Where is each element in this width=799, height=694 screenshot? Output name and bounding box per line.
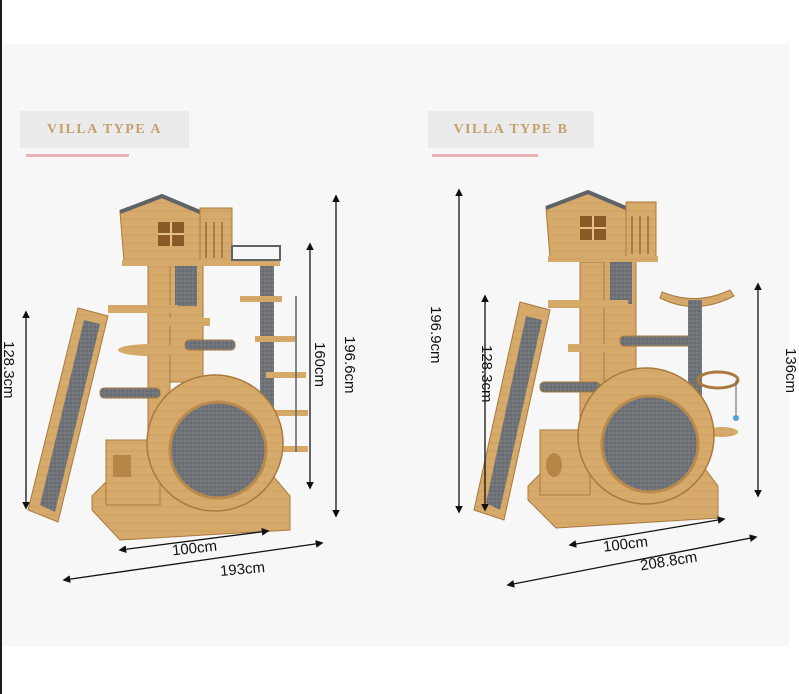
villa-type-a-label: VILLA TYPE A <box>20 111 189 148</box>
type-b-right-height-label: 136cm <box>782 348 799 394</box>
type-b-dimension-lines <box>455 188 762 588</box>
type-b-total-height-label: 196.9cm <box>427 306 444 364</box>
cat-tree-type-b <box>473 189 740 529</box>
type-a-total-height-label: 196.6cm <box>341 336 358 394</box>
type-a-left-height-label: 128.3cm <box>0 341 17 399</box>
left-edge-rule <box>0 0 2 694</box>
type-a-mid-height-label: 160cm <box>311 342 328 388</box>
type-b-mid-height-label: 128.3cm <box>478 345 495 403</box>
villa-type-b-underline <box>432 154 538 157</box>
villa-type-a-underline <box>26 154 129 157</box>
cat-tree-type-a <box>27 193 308 541</box>
villa-type-b-label: VILLA TYPE B <box>428 111 594 148</box>
type-a-dimension-lines <box>22 194 340 583</box>
